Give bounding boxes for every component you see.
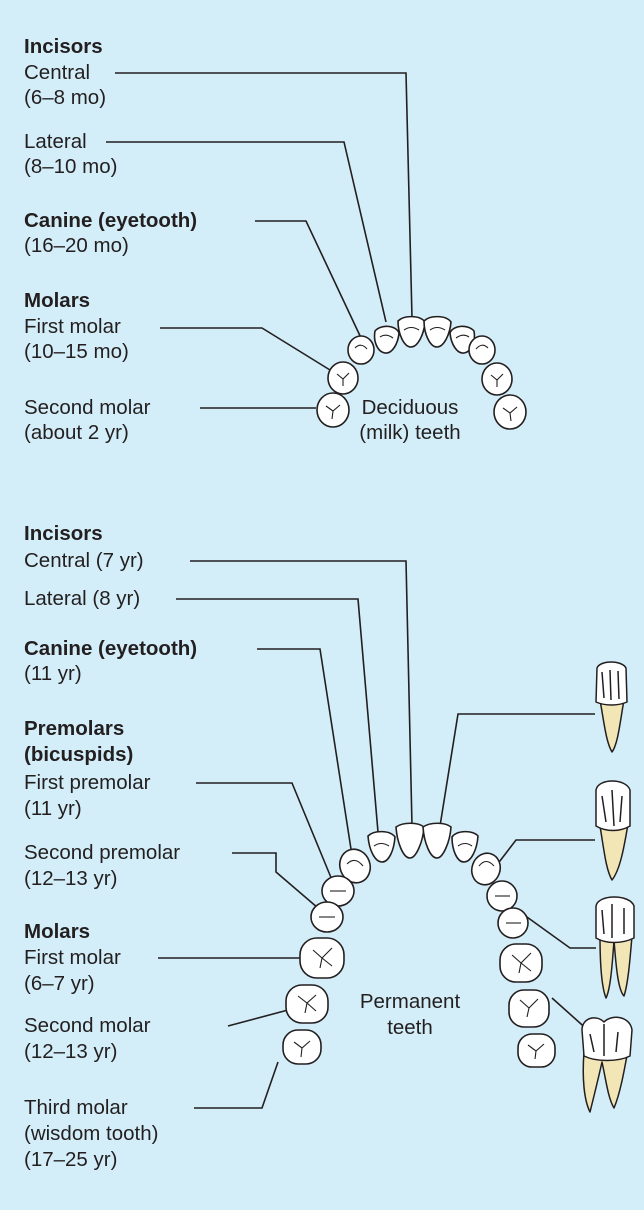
- permanent-lateral-incisor-right: [452, 832, 478, 862]
- permanent-first-molar-name: First molar: [24, 946, 121, 970]
- side-tooth-canine: [596, 897, 634, 998]
- permanent-second-premolar-name: Second premolar: [24, 841, 180, 865]
- leader-deciduous-central: [115, 73, 412, 318]
- deciduous-first-molar-name: First molar: [24, 315, 121, 339]
- leader-permanent-second-molar: [228, 1010, 288, 1026]
- leader-root-canine-molar: [520, 912, 596, 948]
- leader-deciduous-first-molar: [160, 328, 330, 370]
- permanent-third-molar-note: (wisdom tooth): [24, 1122, 158, 1146]
- permanent-second-molar-age: (12–13 yr): [24, 1040, 117, 1064]
- permanent-incisors-heading: Incisors: [24, 522, 103, 546]
- deciduous-first-molar-age: (10–15 mo): [24, 340, 129, 364]
- leader-permanent-second-premolar: [232, 853, 318, 908]
- deciduous-central-incisor-right: [424, 317, 451, 347]
- deciduous-canine-age: (16–20 mo): [24, 234, 129, 258]
- permanent-first-molar-age: (6–7 yr): [24, 972, 95, 996]
- permanent-arch-label-line2: teeth: [345, 1016, 475, 1040]
- deciduous-central-incisor-left: [398, 317, 425, 347]
- side-tooth-premolar: [596, 781, 630, 880]
- permanent-premolars-heading-line2: (bicuspids): [24, 743, 133, 767]
- leader-deciduous-canine: [255, 221, 362, 340]
- permanent-lateral-incisor-left: [368, 832, 395, 862]
- deciduous-lateral-name: Lateral: [24, 130, 87, 154]
- deciduous-arch-label-line2: (milk) teeth: [350, 421, 470, 445]
- permanent-first-premolar-age: (11 yr): [24, 797, 82, 821]
- side-tooth-incisor: [596, 662, 627, 752]
- permanent-third-molar-age: (17–25 yr): [24, 1148, 117, 1172]
- permanent-molars-heading: Molars: [24, 920, 90, 944]
- deciduous-first-molar-right: [482, 363, 512, 395]
- deciduous-second-molar-right: [494, 395, 526, 429]
- permanent-central-incisor-right: [423, 823, 451, 858]
- permanent-premolars-heading-line1: Premolars: [24, 717, 124, 741]
- permanent-first-premolar-name: First premolar: [24, 771, 150, 795]
- deciduous-canine-right: [469, 336, 495, 364]
- leader-permanent-canine: [257, 649, 353, 862]
- deciduous-second-molar-age: (about 2 yr): [24, 421, 129, 445]
- permanent-third-molar-name: Third molar: [24, 1096, 128, 1120]
- permanent-central: Central (7 yr): [24, 549, 144, 573]
- deciduous-first-molar-left: [328, 362, 358, 394]
- permanent-third-molar-left: [283, 1030, 321, 1064]
- leader-permanent-first-premolar: [196, 783, 332, 880]
- deciduous-arch-label-line1: Deciduous: [350, 396, 470, 420]
- permanent-canine-heading: Canine (eyetooth): [24, 637, 197, 661]
- deciduous-second-molar-name: Second molar: [24, 396, 150, 420]
- deciduous-central-age: (6–8 mo): [24, 86, 106, 110]
- deciduous-lateral-incisor-left: [375, 326, 399, 353]
- deciduous-canine-heading: Canine (eyetooth): [24, 209, 197, 233]
- leader-permanent-lateral: [176, 599, 378, 832]
- deciduous-second-molar-left: [317, 393, 349, 427]
- deciduous-canine-left: [348, 336, 374, 364]
- leader-permanent-central: [190, 561, 412, 826]
- permanent-lateral: Lateral (8 yr): [24, 587, 140, 611]
- deciduous-molars-heading: Molars: [24, 289, 90, 313]
- deciduous-lateral-age: (8–10 mo): [24, 155, 117, 179]
- side-tooth-molar: [582, 1017, 632, 1112]
- permanent-second-premolar-age: (12–13 yr): [24, 867, 117, 891]
- permanent-central-incisor-left: [396, 823, 424, 858]
- leader-root-incisor: [440, 714, 595, 826]
- leader-root-premolar: [493, 840, 595, 870]
- deciduous-incisors-heading: Incisors: [24, 35, 103, 59]
- permanent-arch-label-line1: Permanent: [345, 990, 475, 1014]
- deciduous-central-name: Central: [24, 61, 90, 85]
- leader-permanent-third-molar: [194, 1062, 278, 1108]
- permanent-second-molar-name: Second molar: [24, 1014, 150, 1038]
- permanent-canine-age: (11 yr): [24, 662, 82, 686]
